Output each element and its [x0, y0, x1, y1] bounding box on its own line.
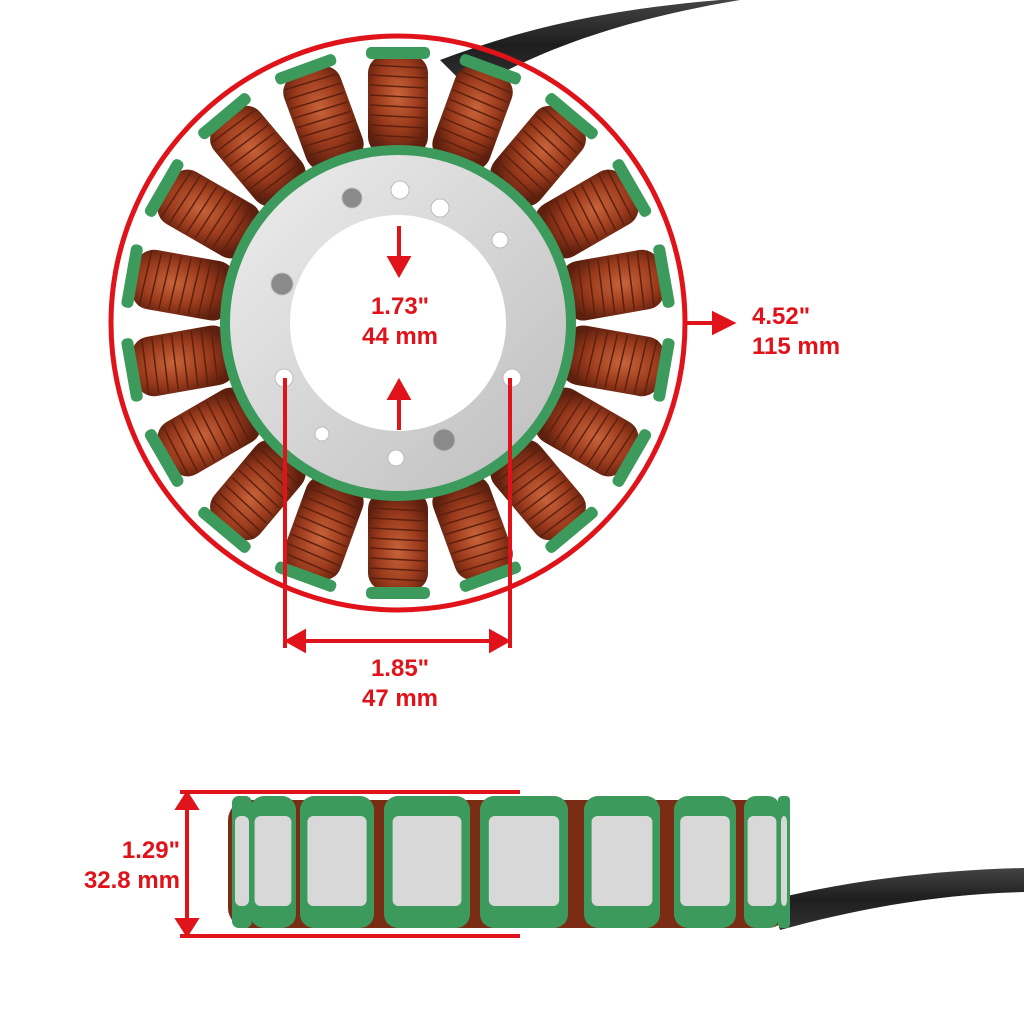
inner-diameter-label: 1.73" 44 mm	[330, 292, 470, 352]
side-tooth	[250, 796, 296, 928]
inner-diameter-inches: 1.73"	[370, 293, 430, 320]
coil	[121, 244, 235, 321]
coil	[144, 385, 261, 487]
bolt-spacing-mm: 47 mm	[361, 685, 439, 712]
coil	[144, 159, 262, 259]
bolt-spacing-inches: 1.85"	[370, 655, 430, 682]
coil-ring	[121, 47, 675, 599]
bolt-spacing-dimension	[283, 378, 512, 654]
height-mm: 32.8 mm	[83, 867, 180, 894]
side-tooth	[300, 796, 374, 928]
coil	[490, 93, 598, 208]
coil	[431, 475, 522, 592]
coil	[432, 54, 522, 171]
height-label: 1.29" 32.8 mm	[20, 836, 180, 896]
outer-diameter-inches: 4.52"	[752, 303, 811, 330]
side-tooth	[584, 796, 660, 928]
coil	[534, 387, 652, 487]
height-dimension	[174, 790, 520, 938]
inner-diameter-mm: 44 mm	[361, 323, 439, 350]
stator-side-view	[228, 796, 790, 928]
side-tooth	[778, 796, 790, 928]
coil	[561, 244, 675, 321]
outer-diameter-label: 4.52" 115 mm	[752, 302, 892, 362]
side-tooth	[480, 796, 568, 928]
coil	[274, 54, 365, 171]
side-tooth	[674, 796, 736, 928]
coil	[488, 439, 598, 553]
height-inches: 1.29"	[121, 837, 180, 864]
coil	[366, 47, 430, 155]
outer-diameter-arrow	[686, 310, 737, 336]
coil	[366, 491, 430, 599]
inner-diameter-arrows	[386, 226, 412, 430]
coil	[198, 438, 306, 553]
cable-side	[770, 868, 1024, 930]
side-tooth	[384, 796, 470, 928]
outer-dimension-circle	[108, 33, 688, 613]
core-holes	[270, 180, 522, 467]
coil	[274, 475, 364, 592]
side-tooth	[744, 796, 780, 928]
bolt-spacing-label: 1.85" 47 mm	[330, 654, 470, 714]
center-bore	[290, 215, 506, 431]
side-tooth	[232, 796, 252, 928]
coil	[198, 93, 308, 207]
outer-diameter-mm: 115 mm	[752, 333, 841, 360]
